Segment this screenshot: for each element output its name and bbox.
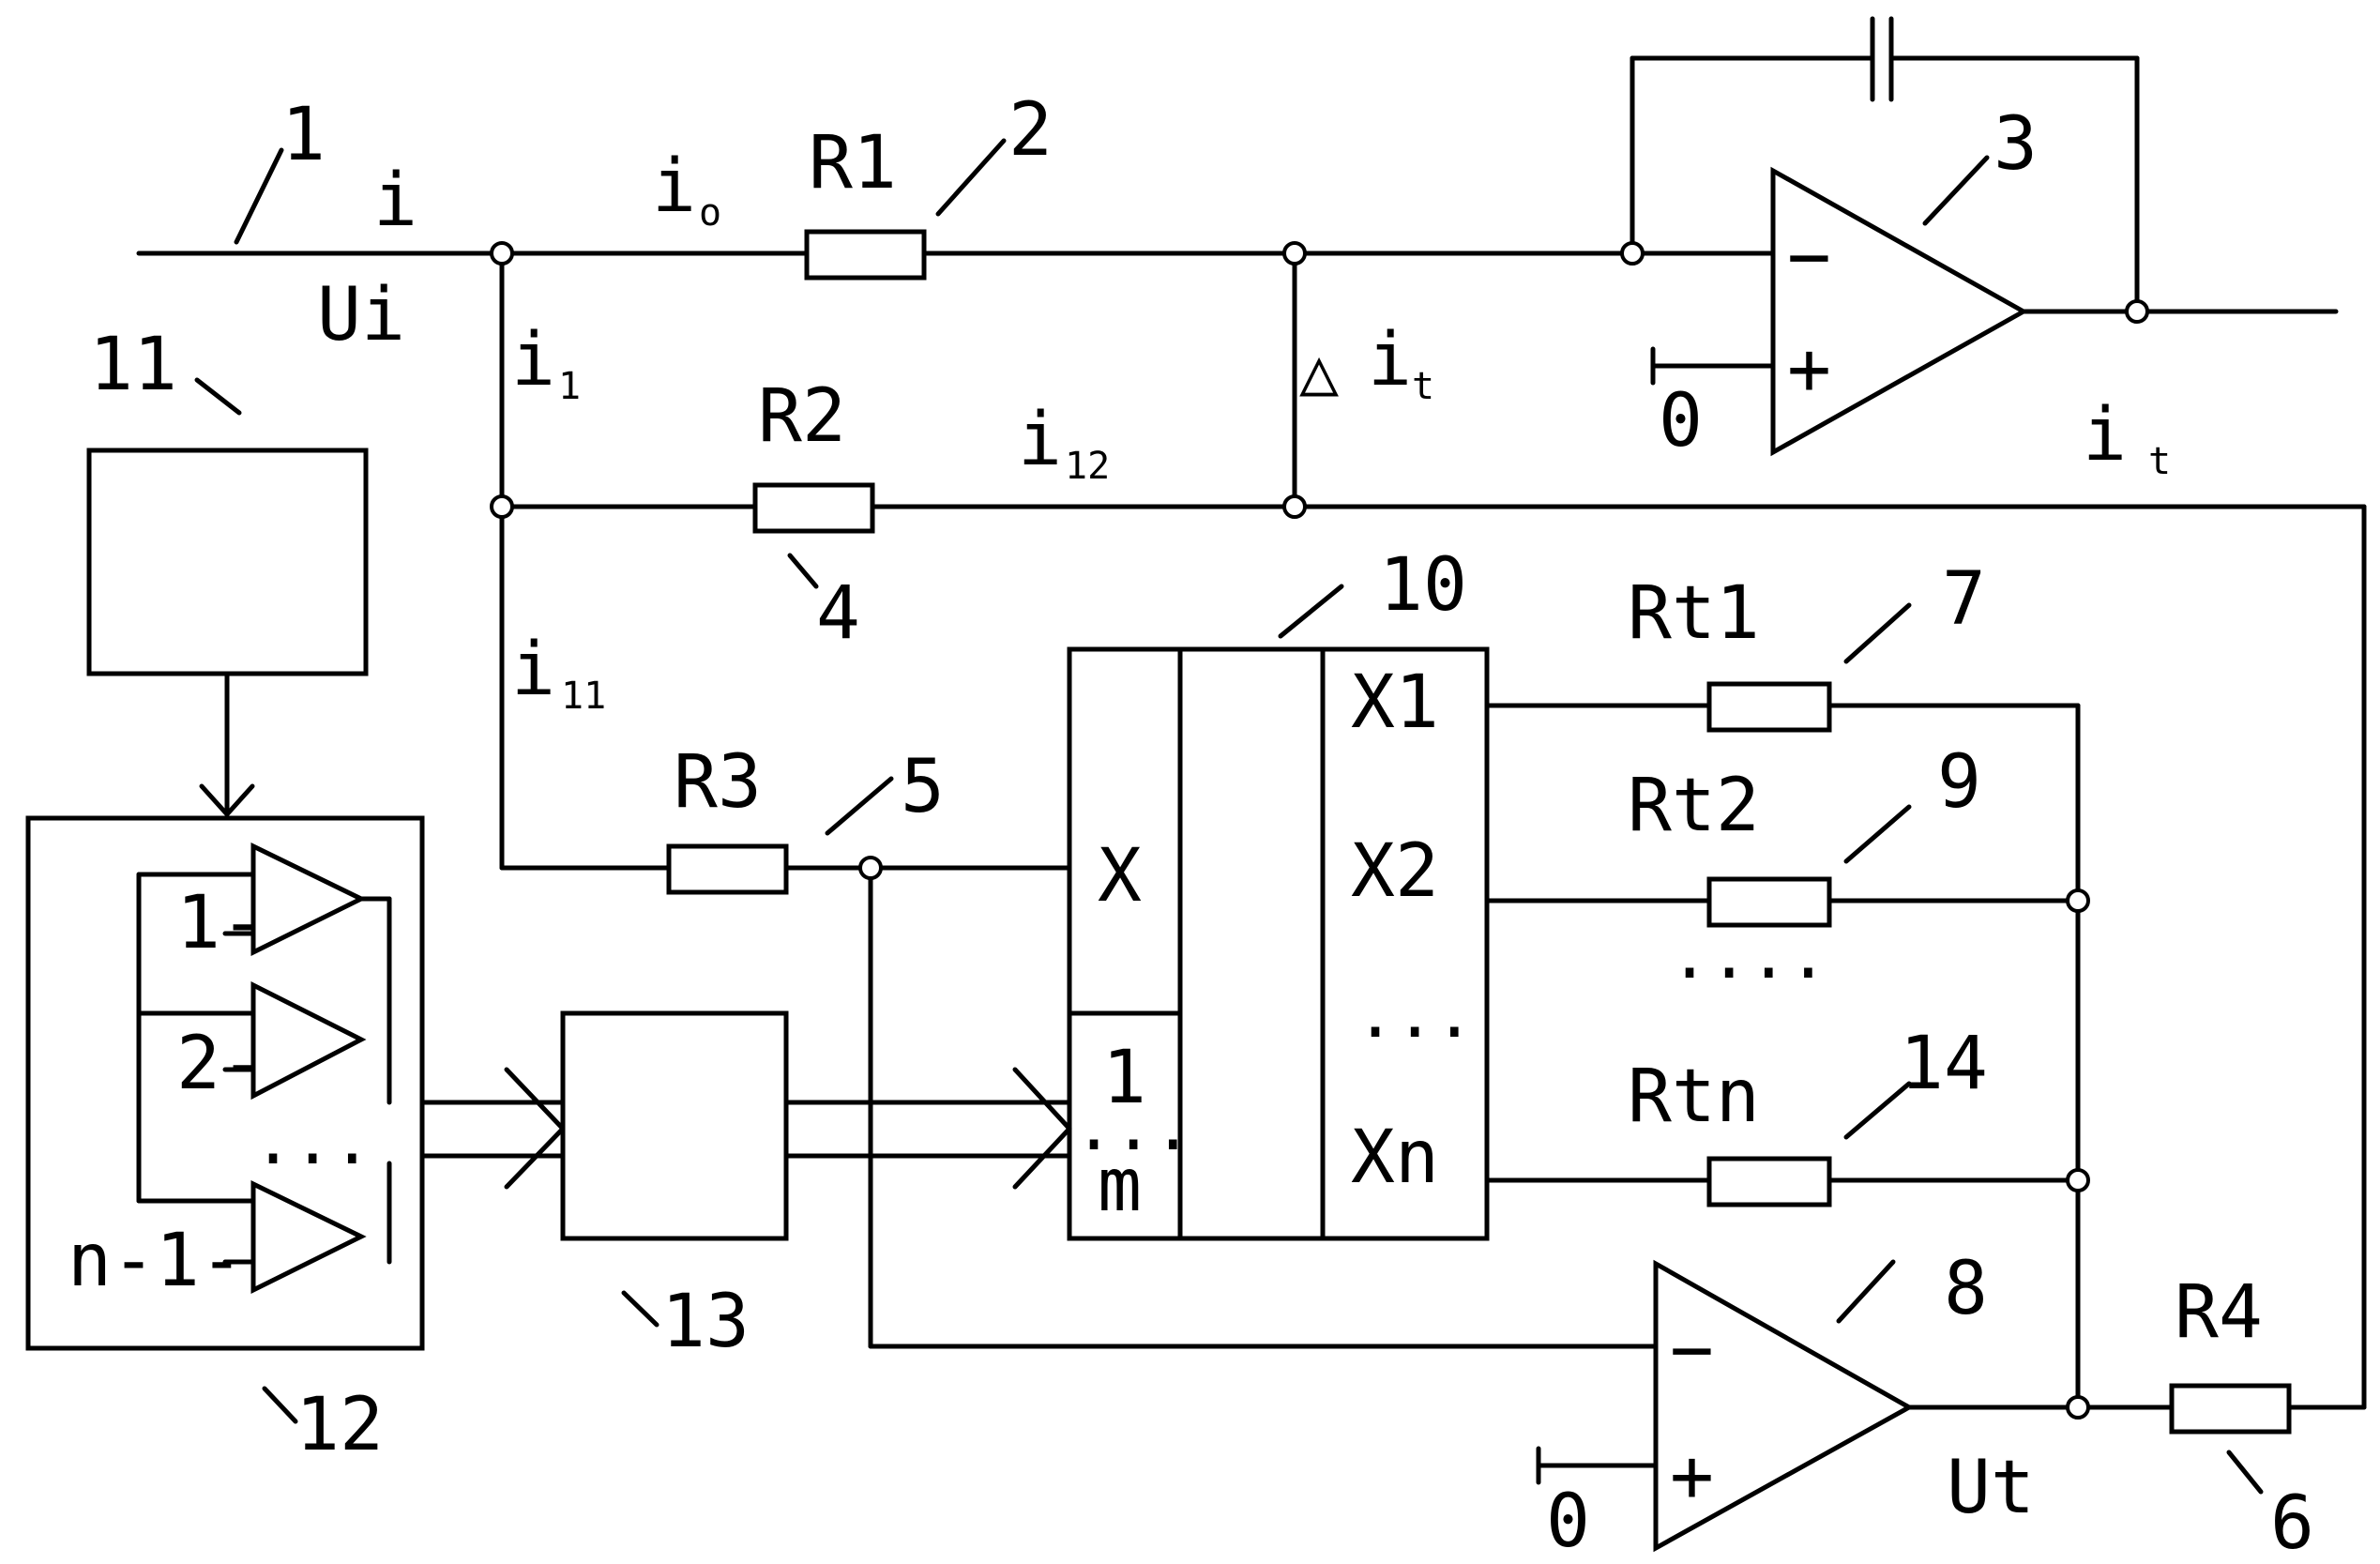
label-dots-resistors: .... [1670,917,1828,994]
label-X2: X2 [1351,829,1439,914]
resistor-Rtn [1709,1159,1829,1205]
label-i12: i [1018,398,1062,482]
label-comparator-n: n-1- [68,1219,244,1303]
node-opamp3-output [2127,301,2147,322]
leader-8 [1839,1262,1893,1321]
node-rtn [2068,1170,2088,1191]
resistor-R1 [807,232,924,278]
label-m: m [1098,1144,1142,1228]
label-14: 14 [1900,1022,1988,1106]
node-r1-right [1284,243,1305,264]
node-opamp3-minus [1622,243,1643,264]
leader-1 [236,150,281,242]
label-comparator-2: 2- [176,1022,265,1106]
label-X1: X1 [1351,661,1439,745]
label-X: X [1098,834,1142,919]
node-input-junction [492,243,512,264]
label-11: 11 [89,323,177,407]
leader-2 [938,141,1004,214]
label-7: 7 [1942,557,1986,642]
leader-3 [1925,158,1987,223]
leader-6 [2229,1452,2261,1492]
bus-12-13-head [507,1070,563,1187]
label-4: 4 [816,571,860,656]
block-13 [563,1013,786,1238]
label-comparator-dots: ... [253,1102,371,1179]
label-Xn: Xn [1351,1116,1439,1200]
label-R4: R4 [2175,1270,2263,1355]
leader-11 [197,380,239,413]
label-13: 13 [661,1280,750,1364]
label-Rt1: Rt1 [1628,571,1760,656]
label-i11: i [511,628,555,712]
node-r2-left [492,496,512,517]
label-zero-top: 0 [1659,379,1703,463]
label-R2: R2 [758,374,846,459]
leader-5 [827,779,891,833]
label-i0: i [652,144,696,229]
node-rt2 [2068,890,2088,911]
label-6: 6 [2270,1481,2314,1564]
label-9: 9 [1937,740,1981,825]
bus-13-10-head [1015,1070,1069,1187]
label-8: 8 [1944,1247,1988,1331]
leader-4 [790,555,816,586]
label-12: 12 [296,1383,384,1467]
label-it-sub: t [2148,440,2171,483]
label-i11-sub: 11 [561,675,606,718]
label-dots-x: ... [1356,976,1474,1053]
node-r2-right [1284,496,1305,517]
label-delta-it: i [1368,318,1412,402]
label-Ui: Ui [317,273,405,357]
label-1: 1 [281,93,326,177]
label-plus-8: + [1670,1435,1714,1519]
label-R3: R3 [674,740,762,825]
label-i: i [373,159,417,243]
label-i0-sub: o [699,191,721,235]
label-i1-sub: 1 [558,365,581,408]
leader-9 [1846,807,1909,861]
label-minus-3: − [1787,215,1831,299]
label-delta-it-sub: t [1412,365,1434,408]
leader-13 [624,1293,657,1325]
node-5 [860,858,881,878]
label-3: 3 [1993,102,2038,187]
block-11 [89,450,366,674]
label-minus-8: − [1670,1308,1714,1392]
label-Ut: Ut [1947,1446,2035,1530]
label-delta-triangle: △ [1299,333,1339,410]
resistor-Rt1 [1709,684,1829,730]
label-i12-sub: 12 [1065,445,1110,488]
label-5: 5 [901,745,945,829]
resistor-R4 [2172,1386,2289,1432]
label-i1: i [511,318,555,402]
label-Rtn: Rtn [1628,1055,1760,1139]
node-opamp8-output [2068,1397,2088,1418]
label-zero-bottom: 0 [1546,1480,1590,1564]
resistor-R2 [755,485,872,531]
resistor-R3 [669,846,786,892]
label-2: 2 [1008,88,1053,173]
leader-12 [265,1389,296,1421]
label-Rt2: Rt2 [1628,764,1760,848]
label-it: i [2083,393,2127,478]
label-10: 10 [1379,543,1467,628]
leader-10 [1281,586,1342,636]
leader-7 [1846,605,1909,661]
label-comparator-1: 1- [176,881,265,965]
label-plus-3: + [1787,327,1831,412]
label-R1: R1 [809,121,897,205]
